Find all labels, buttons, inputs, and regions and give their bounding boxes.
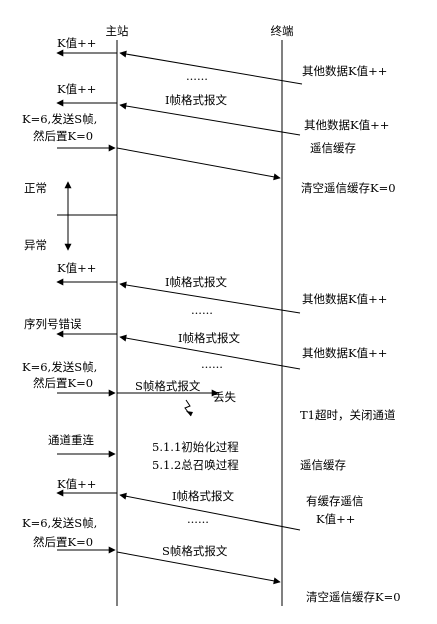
label-i-frame-1: I帧格式报文 xyxy=(165,93,228,107)
master-station-header: 主站 xyxy=(106,24,129,38)
terminal-header: 终端 xyxy=(271,24,294,38)
label-other-data-1: 其他数据K值++ xyxy=(302,64,387,78)
ellipsis-2: ...... xyxy=(191,303,213,317)
label-k-increment-2: K值++ xyxy=(57,82,96,96)
ellipsis-3: ...... xyxy=(201,357,223,371)
label-s-frame-1: S帧格式报文 xyxy=(135,379,201,393)
label-other-data-4: 其他数据K值++ xyxy=(302,346,387,360)
label-has-cache-a: 有缓存遥信 xyxy=(306,494,364,508)
label-k-increment-3: K值++ xyxy=(57,261,96,275)
lightning-icon-tip xyxy=(186,411,193,416)
label-init-process: 5.1.1初始化过程 xyxy=(152,440,239,454)
ellipsis-1: ...... xyxy=(186,69,208,83)
label-k-increment-1: K值++ xyxy=(57,36,96,50)
arrow-s-frame-1 xyxy=(116,147,281,181)
label-k-increment-4: K值++ xyxy=(57,477,96,491)
label-k6-send-3a: K=6,发送S帧, xyxy=(22,516,97,530)
label-telemetry-cache-1: 遥信缓存 xyxy=(310,141,356,155)
arrow-i-frame-4 xyxy=(119,492,301,531)
label-other-data-3: 其他数据K值++ xyxy=(302,292,387,306)
label-lost: 丢失 xyxy=(213,390,236,404)
arrow-i-frame-1 xyxy=(119,102,301,136)
label-i-frame-2: I帧格式报文 xyxy=(165,275,228,289)
label-i-frame-3: I帧格式报文 xyxy=(178,331,241,345)
label-clear-cache-2: 清空遥信缓存K=0 xyxy=(306,590,401,604)
label-normal: 正常 xyxy=(24,181,47,195)
label-k6-send-1a: K=6,发送S帧, xyxy=(22,112,97,126)
arrow-s-frame-2 xyxy=(116,551,281,585)
ellipsis-4: ...... xyxy=(187,512,209,526)
label-telemetry-cache-2: 遥信缓存 xyxy=(300,458,346,472)
label-general-call: 5.1.2总召唤过程 xyxy=(152,458,239,472)
label-clear-cache-1: 清空遥信缓存K=0 xyxy=(301,181,396,195)
label-s-frame-2: S帧格式报文 xyxy=(162,544,228,558)
label-k6-send-3b: 然后置K=0 xyxy=(33,535,93,549)
arrow-other-data-1 xyxy=(119,50,303,85)
arrow-i-frame-2 xyxy=(119,281,301,314)
label-has-cache-b: K值++ xyxy=(316,512,355,526)
arrow-i-frame-3 xyxy=(119,334,301,370)
label-k6-send-2b: 然后置K=0 xyxy=(33,376,93,390)
label-k6-send-1b: 然后置K=0 xyxy=(33,129,93,143)
label-abnormal: 异常 xyxy=(24,238,47,252)
label-t1-timeout: T1超时，关闭通道 xyxy=(300,408,396,422)
label-reconnect: 通道重连 xyxy=(48,433,94,447)
label-seq-error: 序列号错误 xyxy=(24,317,82,331)
label-other-data-2: 其他数据K值++ xyxy=(304,118,389,132)
label-i-frame-4: I帧格式报文 xyxy=(172,489,235,503)
label-k6-send-2a: K=6,发送S帧, xyxy=(22,360,97,374)
